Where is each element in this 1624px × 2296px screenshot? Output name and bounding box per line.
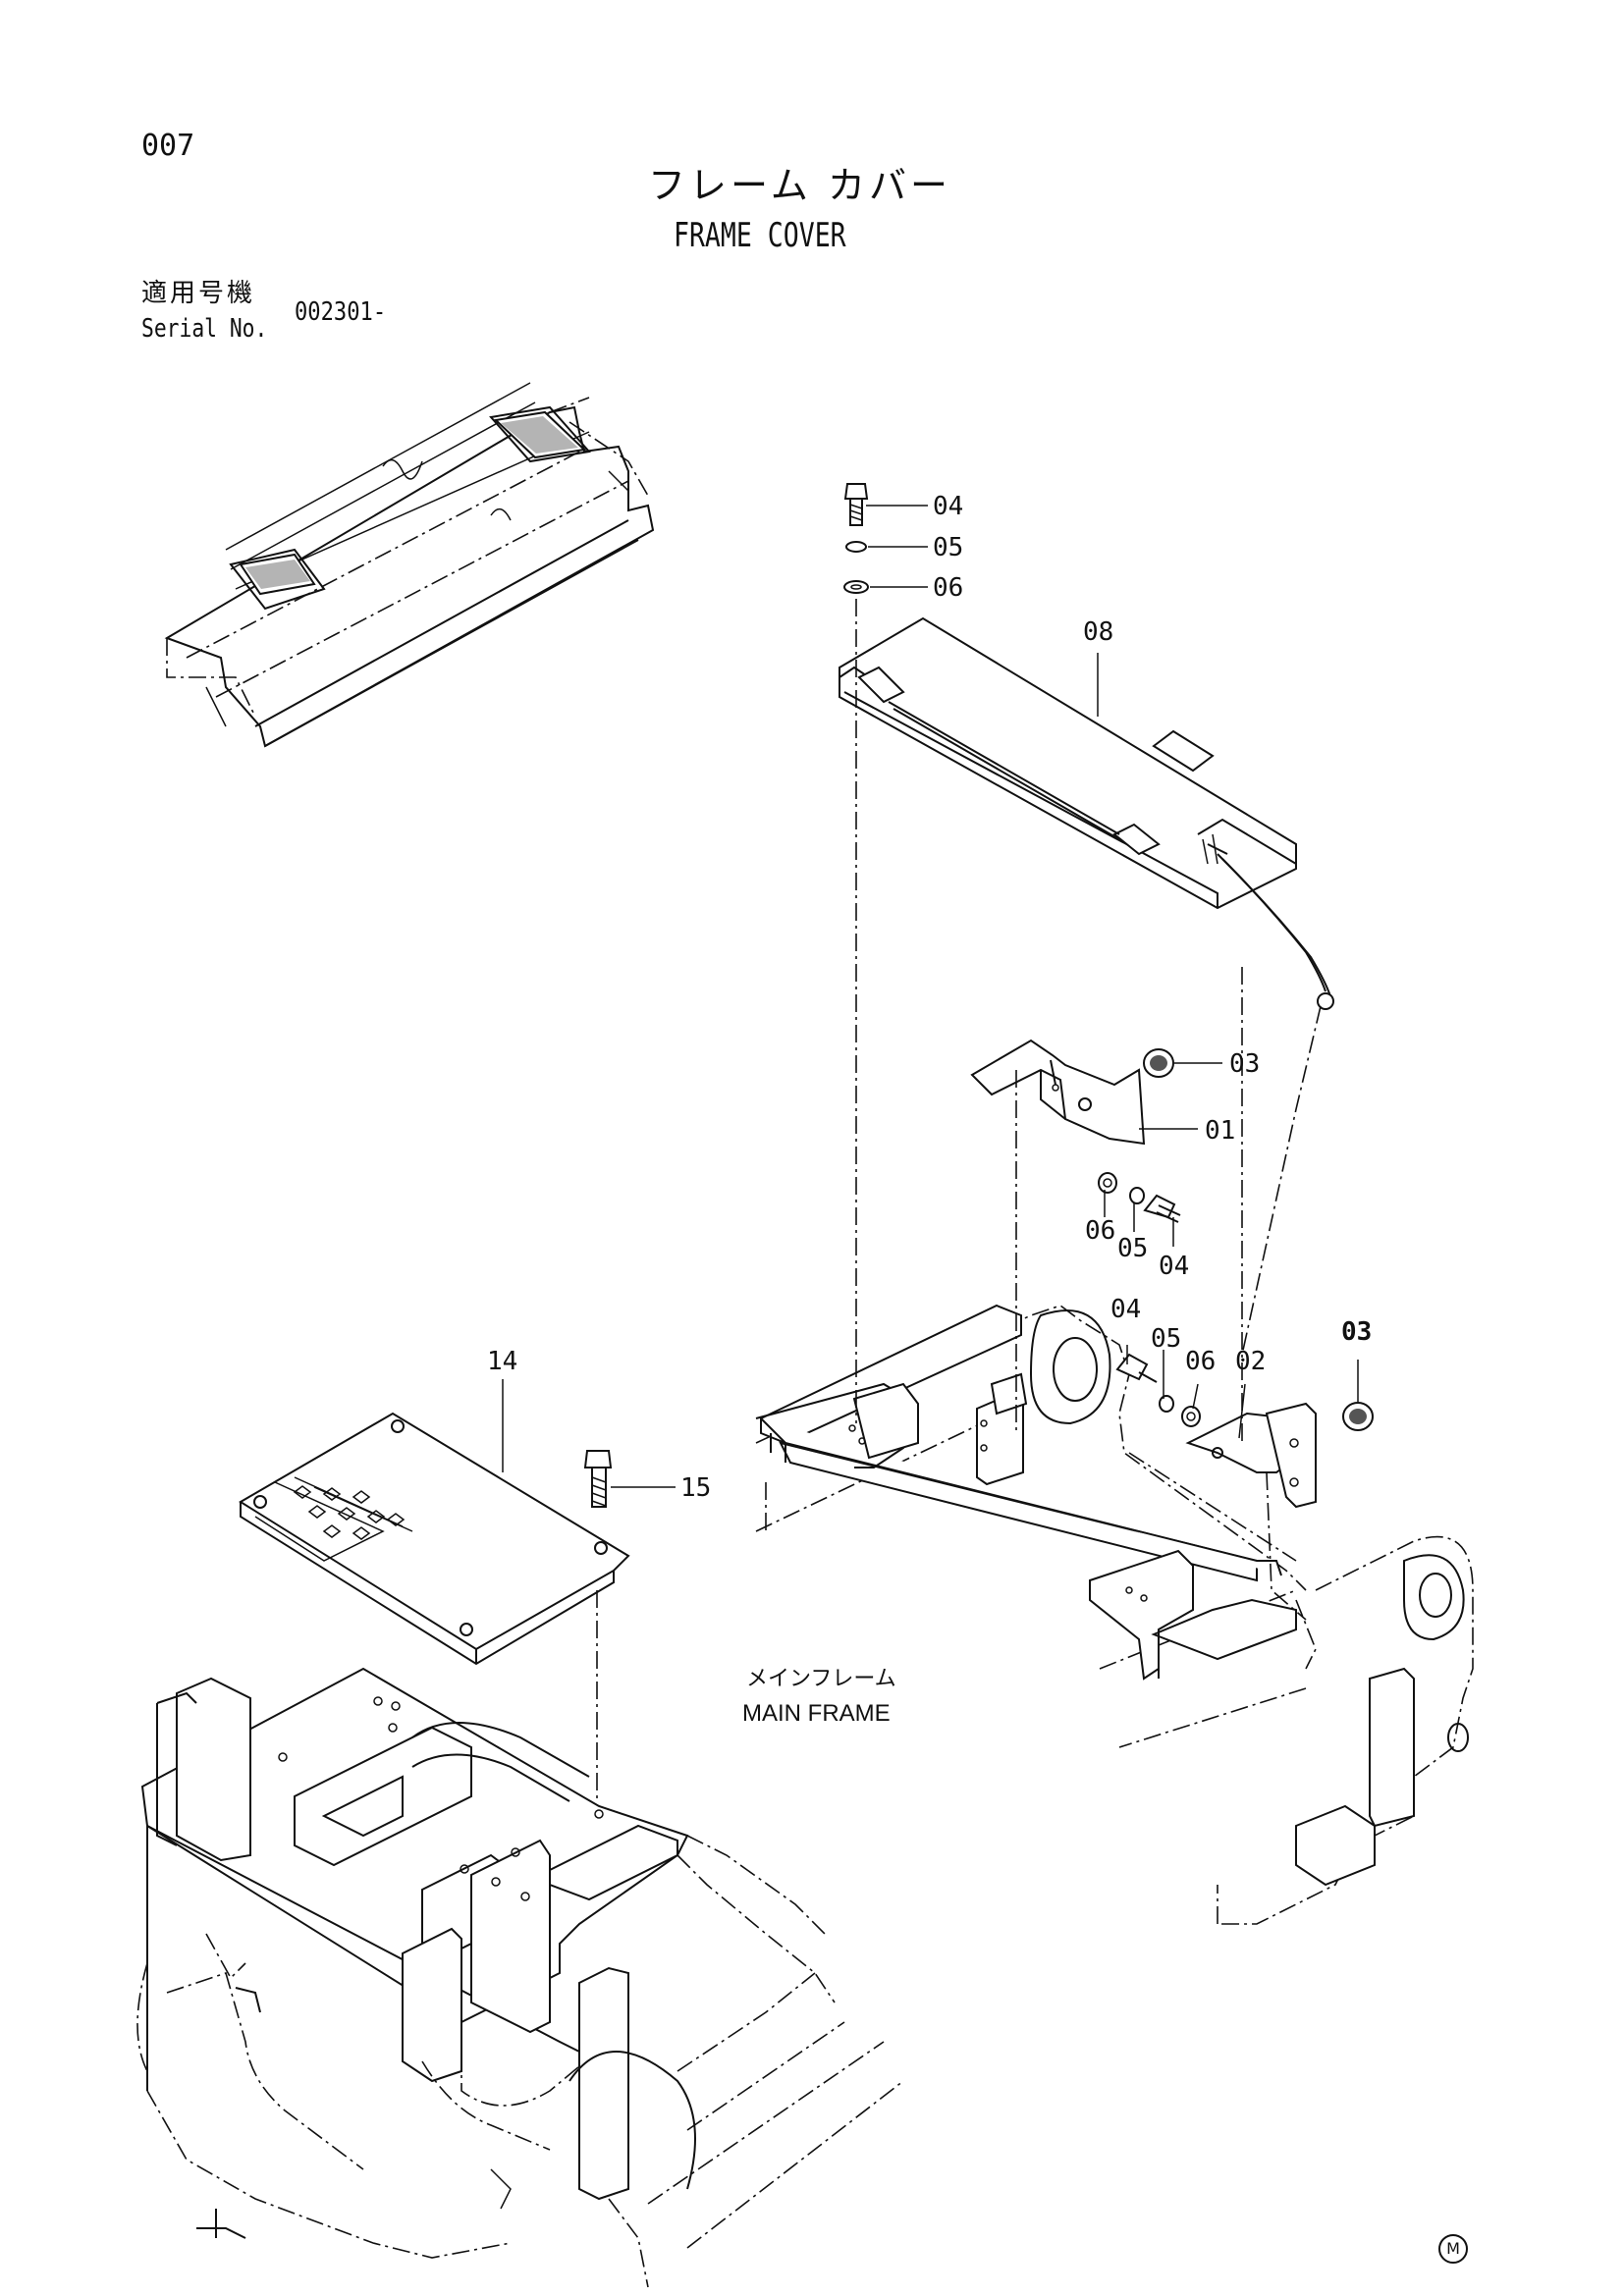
nut-03-upper: [1143, 1048, 1174, 1078]
hardware-bracket-01: [1098, 1172, 1181, 1223]
serial-value: 002301-: [295, 297, 387, 327]
part-15-bolt: [583, 1450, 613, 1508]
overview-step-left: [239, 553, 316, 596]
callout-04-top: 04: [933, 492, 963, 521]
callout-04-mid: 04: [1159, 1252, 1189, 1281]
callout-03-upper: 03: [1229, 1049, 1260, 1079]
callout-08: 08: [1083, 617, 1113, 647]
callout-14: 14: [487, 1347, 517, 1376]
frame-bracket-small: [976, 1372, 1028, 1486]
part-14-plate: [239, 1412, 630, 1666]
m-mark: M: [1438, 2234, 1468, 2264]
callout-01: 01: [1205, 1116, 1235, 1146]
page-title: FRAME COVER: [674, 216, 846, 255]
serial-label-japanese: 適用号機: [141, 279, 256, 308]
callout-06-top: 06: [933, 573, 963, 603]
lower-frame-section: [136, 1667, 904, 2288]
callout-15: 15: [680, 1473, 711, 1503]
frame-crossbar: [755, 1304, 1297, 1681]
callout-04-low: 04: [1110, 1295, 1141, 1324]
part-08-cover: [839, 616, 1334, 1010]
title-japanese: フレーム カバー: [648, 164, 951, 207]
hardware-top-stack: [843, 483, 869, 594]
callout-05-low: 05: [1151, 1324, 1181, 1354]
callout-02: 02: [1235, 1347, 1266, 1376]
leader-lines: [502, 505, 1359, 1488]
callout-05-mid: 05: [1117, 1234, 1148, 1263]
page-number: 007: [141, 129, 195, 163]
serial-label: Serial No.: [141, 314, 268, 344]
nut-03-lower: [1342, 1402, 1374, 1431]
overview-inset: [164, 382, 655, 748]
callout-05-top: 05: [933, 533, 963, 562]
overview-step-right: [493, 410, 587, 459]
part-02-bracket: [1185, 1402, 1317, 1509]
main-frame-label-japanese: メインフレーム: [746, 1667, 896, 1691]
callout-03-lower: 03: [1341, 1317, 1372, 1347]
main-frame-label: MAIN FRAME: [742, 1700, 891, 1727]
part-01-bracket: [970, 1039, 1146, 1146]
hardware-bracket-02: [1115, 1353, 1201, 1427]
callout-06-low: 06: [1185, 1347, 1216, 1376]
callout-06-mid: 06: [1085, 1216, 1115, 1246]
assembly-centerlines: [596, 599, 1322, 1801]
